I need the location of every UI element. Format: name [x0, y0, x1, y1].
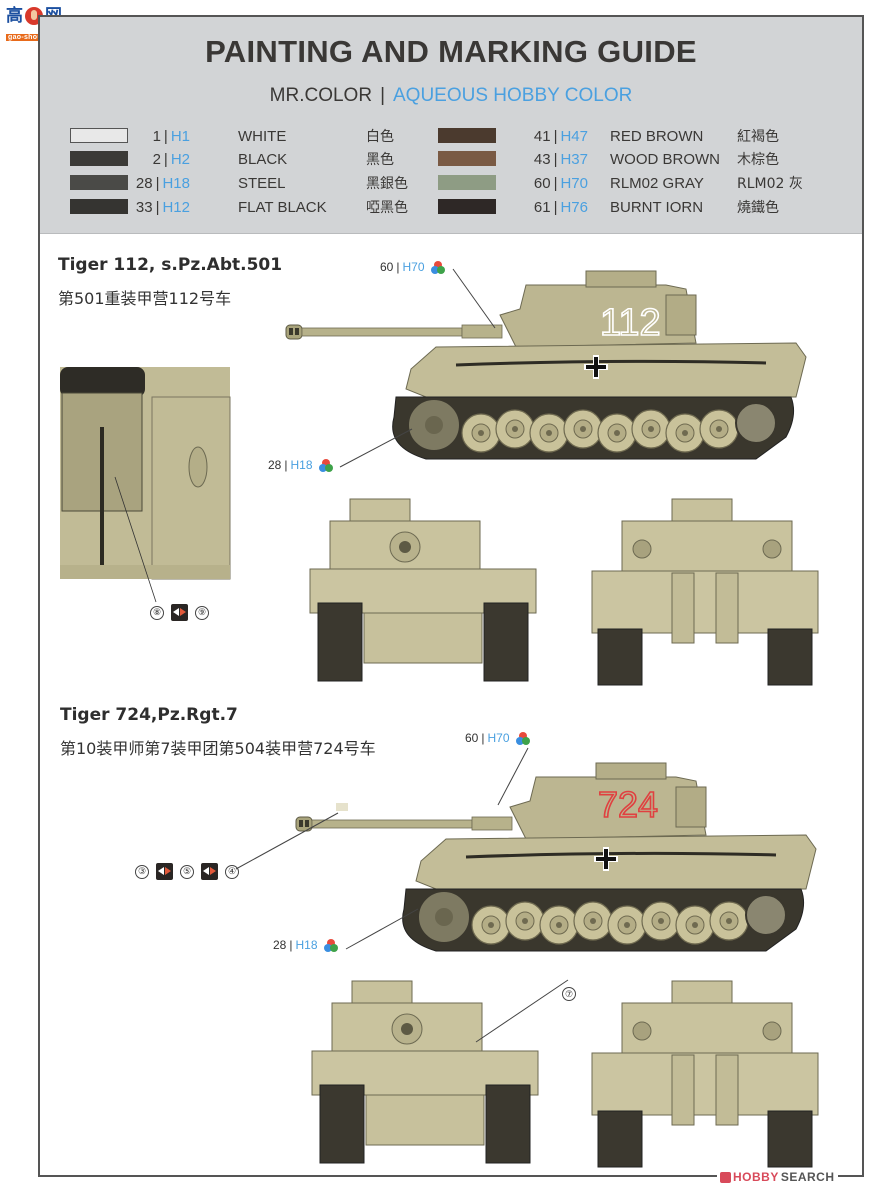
swap-arrow-icon: [201, 863, 218, 880]
color-swatch-rlm02-gray: [438, 175, 496, 190]
paint-callout-h18: 28|H18: [273, 938, 338, 952]
paint-code: 41|H47: [533, 127, 588, 145]
paint-name-cn: RLM02 灰: [737, 176, 803, 192]
guide-frame: PAINTING AND MARKING GUIDE MR.COLOR | AQUE…: [38, 15, 864, 1177]
decal-number: ④: [225, 864, 239, 879]
paint-name-cn: 啞黑色: [366, 200, 408, 216]
aqueous-label: AQUEOUS HOBBY COLOR: [393, 85, 633, 106]
paint-row: 61|H76 BURNT IORN 燒鐵色: [40, 196, 862, 218]
paint-row: 60|H70 RLM02 GRAY RLM02 灰: [40, 172, 862, 194]
color-swatch-steel: [70, 175, 128, 190]
paint-row: 33|H12 FLAT BLACK 啞黑色: [40, 196, 460, 218]
page-title: PAINTING AND MARKING GUIDE: [205, 34, 697, 69]
paint-name-cn: 紅褐色: [737, 129, 779, 145]
rear-detail-closeup: [60, 367, 231, 603]
paint-callout-h70: 60|H70: [465, 731, 530, 745]
hobby-search-logo-icon: [720, 1171, 731, 1183]
header-panel: PAINTING AND MARKING GUIDE MR.COLOR | AQUE…: [40, 17, 862, 234]
paint-name-en: BURNT IORN: [610, 198, 704, 216]
paint-callout-h70: 60|H70: [380, 260, 445, 274]
paint-name-en: WHITE: [238, 127, 287, 145]
color-mix-icon: [515, 731, 530, 745]
turret-number-112: 112: [600, 302, 661, 344]
tank-2-subtitle: 第10装甲师第7装甲团第504装甲营724号车: [60, 739, 376, 758]
turret-number-724: 724: [598, 784, 658, 825]
color-mix-icon: [323, 938, 338, 952]
paint-row: 43|H37 WOOD BROWN 木棕色: [40, 148, 862, 170]
color-mix-icon: [430, 260, 445, 274]
paint-code: 28|H18: [135, 174, 190, 192]
paint-brand-subtitle: MR.COLOR | AQUEOUS HOBBY COLOR: [40, 85, 862, 107]
paint-name-cn: 白色: [366, 129, 394, 145]
paint-callout-h18: 28|H18: [268, 458, 333, 472]
decal-sequence-8-9: ⑧ ⑨: [150, 604, 209, 621]
paint-name-cn: 燒鐵色: [737, 200, 779, 216]
color-swatch-wood-brown: [438, 151, 496, 166]
paint-row: 28|H18 STEEL 黑銀色: [40, 172, 460, 194]
paint-code: 33|H12: [135, 198, 190, 216]
color-swatch-red-brown: [438, 128, 496, 143]
paint-name-en: RED BROWN: [610, 127, 704, 145]
tank-2-title: Tiger 724,Pz.Rgt.7: [60, 705, 238, 725]
hobby-search-watermark: HOBBY SEARCH: [717, 1170, 838, 1184]
paint-name-cn: 黑銀色: [366, 176, 408, 192]
paint-name-en: FLAT BLACK: [238, 198, 327, 216]
tank-illustrations: 112 724: [60, 268, 819, 1168]
paint-row: 2|H2 BLACK 黑色: [40, 148, 460, 170]
paint-name-en: STEEL: [238, 174, 286, 192]
swap-arrow-icon: [171, 604, 188, 621]
decal-number: ⑤: [180, 864, 194, 879]
paint-code: 43|H37: [533, 150, 588, 168]
decal-number: ③: [135, 864, 149, 879]
color-mix-icon: [318, 458, 333, 472]
paint-code: 61|H76: [533, 198, 588, 216]
paint-code: 60|H70: [533, 174, 588, 192]
paint-code: 2|H2: [152, 150, 190, 168]
mr-color-label: MR.COLOR: [269, 85, 373, 106]
tank-1-subtitle: 第501重装甲营112号车: [58, 289, 232, 308]
color-swatch-flat-black: [70, 199, 128, 214]
tank-1-title: Tiger 112, s.Pz.Abt.501: [58, 255, 283, 275]
decal-number: ⑦: [562, 987, 576, 1001]
decal-marker-7: ⑦: [562, 987, 576, 1001]
color-swatch-burnt-iron: [438, 199, 496, 214]
watermark-char-left: 高: [6, 6, 23, 26]
paint-code: 1|H1: [152, 127, 190, 145]
paint-name-cn: 木棕色: [737, 152, 779, 168]
decal-sequence-3-5-4: ③ ⑤ ④: [135, 863, 239, 880]
paint-row: 1|H1 WHITE 白色: [40, 125, 460, 147]
separator: |: [380, 85, 385, 106]
paint-name-en: WOOD BROWN: [610, 150, 720, 168]
paint-name-en: RLM02 GRAY: [610, 174, 704, 192]
paint-row: 41|H47 RED BROWN 紅褐色: [40, 125, 862, 147]
paint-name-en: BLACK: [238, 150, 288, 168]
swap-arrow-icon: [156, 863, 173, 880]
color-swatch-white: [70, 128, 128, 143]
watermark-url: gao-shou.com: [6, 34, 62, 41]
decal-number: ⑧: [150, 605, 164, 620]
decal-number: ⑨: [195, 605, 209, 620]
color-swatch-black: [70, 151, 128, 166]
paint-name-cn: 黑色: [366, 152, 394, 168]
